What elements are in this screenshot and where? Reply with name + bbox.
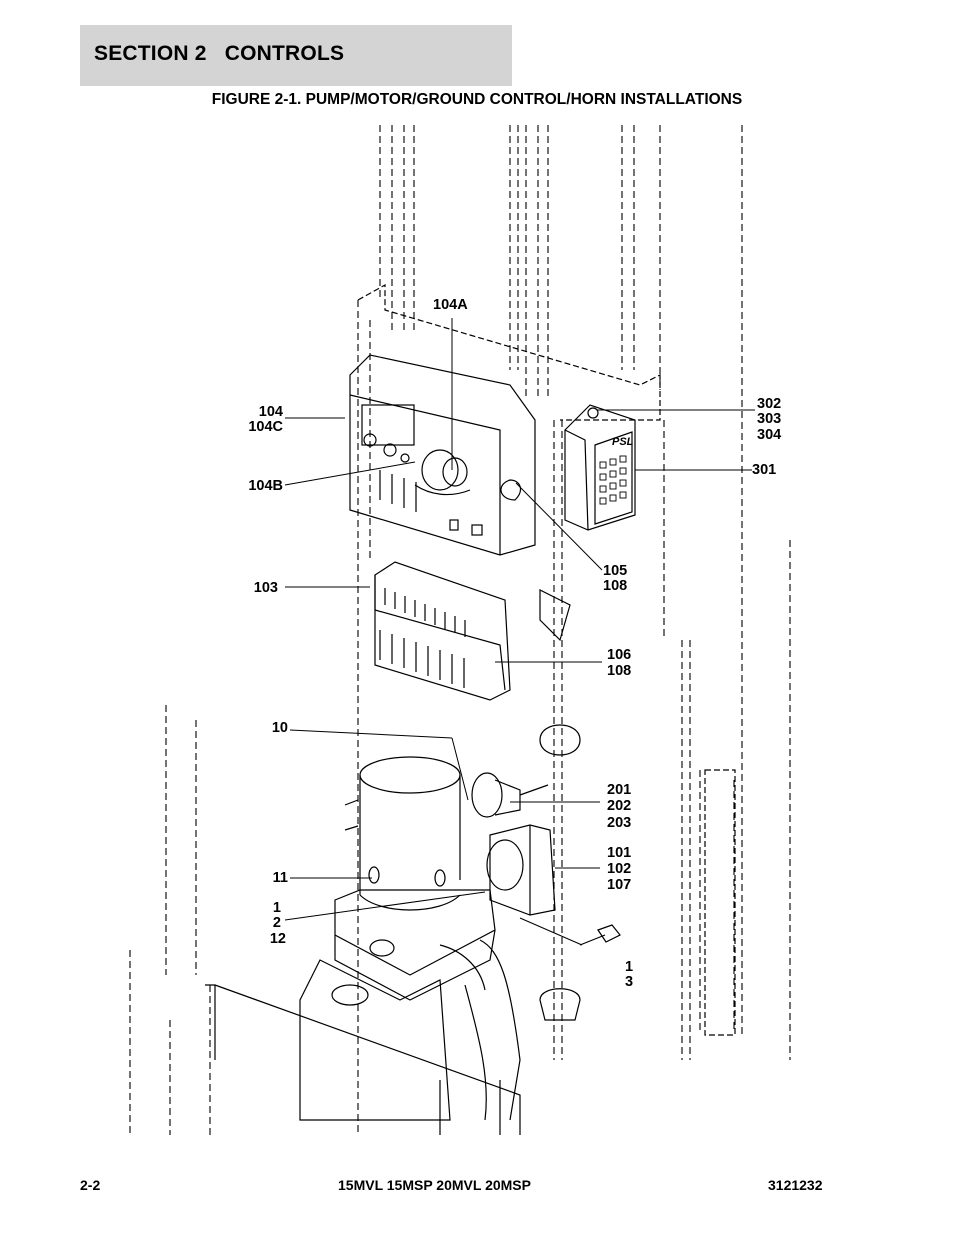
ground-control-box xyxy=(349,354,536,556)
power-module xyxy=(374,561,511,701)
callout-201: 201 xyxy=(607,782,632,798)
callout-107: 107 xyxy=(607,877,632,893)
callout-102: 102 xyxy=(607,861,632,877)
callout-101: 101 xyxy=(607,845,632,861)
callout-1-right: 1 xyxy=(625,959,634,975)
model-list: 15MVL 15MSP 20MVL 20MSP xyxy=(338,1177,531,1193)
callout-108-upper: 108 xyxy=(603,578,628,594)
callout-1-left: 1 xyxy=(272,900,281,916)
callout-304: 304 xyxy=(757,427,782,443)
contactor-bracket xyxy=(486,824,556,916)
section-header-bar: SECTION 2 CONTROLS xyxy=(80,25,512,86)
callout-104c: 104C xyxy=(248,419,283,435)
page-number: 2-2 xyxy=(80,1177,101,1193)
mast-rails xyxy=(129,125,791,1135)
callout-202: 202 xyxy=(607,798,632,814)
document-number: 3121232 xyxy=(768,1177,823,1193)
callout-203: 203 xyxy=(607,815,632,831)
callout-104: 104 xyxy=(258,404,283,420)
callout-3: 3 xyxy=(625,974,634,990)
callout-301: 301 xyxy=(752,462,777,478)
motor xyxy=(344,756,461,911)
callout-11: 11 xyxy=(272,870,288,886)
figure-title: FIGURE 2-1. PUMP/MOTOR/GROUND CONTROL/HO… xyxy=(211,91,743,108)
callout-103: 103 xyxy=(253,580,278,596)
section-title: SECTION 2 CONTROLS xyxy=(94,42,345,65)
callout-303: 303 xyxy=(757,411,782,427)
pump-manifold xyxy=(299,889,521,1121)
callout-108-lower: 108 xyxy=(607,663,632,679)
callout-104a: 104A xyxy=(433,297,468,313)
horn xyxy=(471,772,549,818)
callout-302: 302 xyxy=(757,396,782,412)
callout-106: 106 xyxy=(607,647,632,663)
callout-2: 2 xyxy=(272,915,281,931)
leader-lines xyxy=(284,318,755,946)
callout-10: 10 xyxy=(271,720,288,736)
callout-12: 12 xyxy=(269,931,286,947)
callout-105: 105 xyxy=(603,563,628,579)
keypad-brand-label: PSL xyxy=(612,436,634,448)
keypad xyxy=(564,404,636,531)
callout-104b: 104B xyxy=(248,478,283,494)
